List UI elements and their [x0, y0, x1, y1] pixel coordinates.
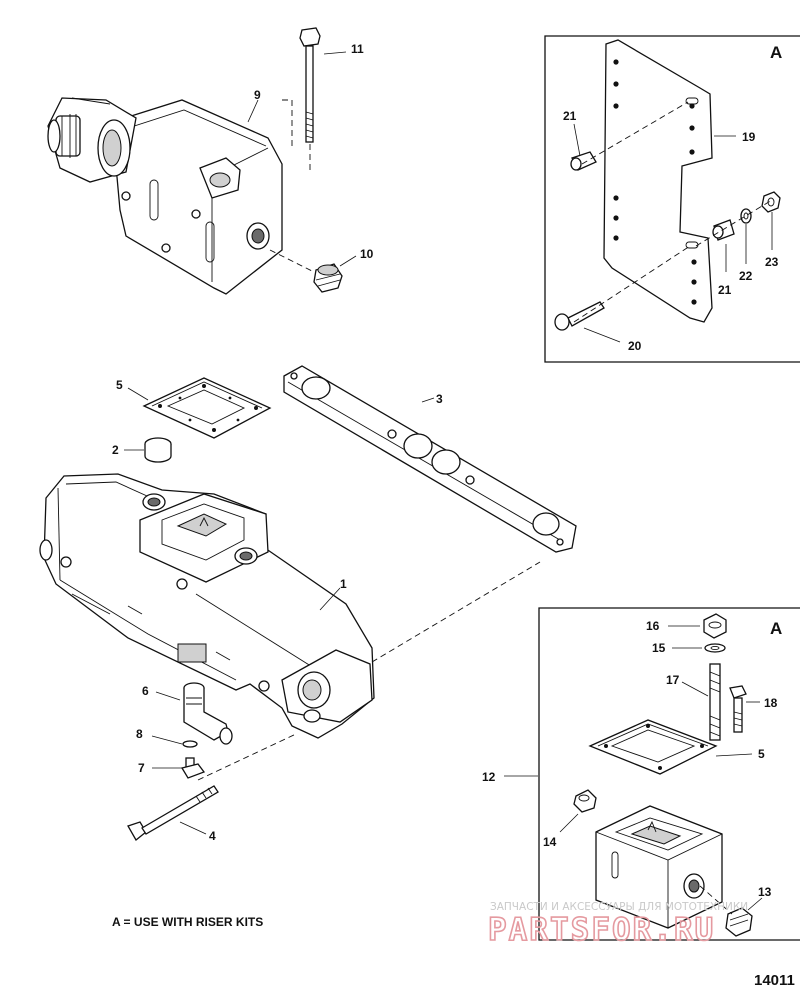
manifold-gasket [283, 365, 577, 553]
riser-washer [704, 643, 726, 653]
watermark-caption: ЗАПЧАСТИ И АКСЕССУАРЫ ДЛЯ МОТОТЕХНИКИ [490, 901, 748, 913]
label-10: 10 [360, 247, 374, 261]
label-5b: 5 [758, 747, 765, 761]
label-5: 5 [116, 378, 123, 392]
label-17: 17 [666, 673, 680, 687]
label-2: 2 [112, 443, 119, 457]
riser-plate [603, 39, 713, 323]
label-21a: 21 [563, 109, 577, 123]
riser-stud [709, 663, 721, 741]
label-7: 7 [138, 761, 145, 775]
spacer-left [570, 151, 597, 171]
label-9: 9 [254, 88, 261, 102]
label-3: 3 [436, 392, 443, 406]
drain-fitting [180, 757, 206, 779]
o-ring [182, 740, 198, 748]
label-23: 23 [765, 255, 779, 269]
exhaust-elbow [47, 97, 283, 295]
label-18: 18 [764, 696, 778, 710]
label-11: 11 [351, 42, 364, 56]
label-15: 15 [652, 641, 666, 655]
panel-tag-bottom: A [770, 619, 782, 638]
label-19: 19 [742, 130, 756, 144]
panel-tag-top: A [770, 43, 782, 62]
cup-plug [144, 437, 172, 463]
exhaust-manifold [39, 473, 375, 739]
label-20: 20 [628, 339, 642, 353]
detail-panel-top: A [544, 35, 800, 363]
nut [761, 191, 781, 213]
riser-bolt [729, 685, 747, 733]
riser-nut [703, 613, 727, 639]
detail-panel-bottom: A [482, 607, 800, 941]
label-4: 4 [209, 829, 216, 843]
washer [740, 208, 752, 224]
label-6: 6 [142, 684, 149, 698]
manifold-bolt [127, 785, 219, 841]
riser-plug [725, 907, 753, 937]
riser-kit-note: A = USE WITH RISER KITS [112, 915, 263, 929]
pipe-plug [313, 263, 343, 293]
label-12: 12 [482, 770, 496, 784]
riser-gasket [588, 719, 718, 775]
riser-fitting [573, 789, 597, 813]
screw [554, 301, 605, 331]
elbow-fitting [183, 682, 233, 745]
watermark-logo: PARTSFOR.RU [488, 912, 715, 948]
elbow-gasket [142, 377, 272, 439]
riser-block [595, 805, 723, 929]
watermark: ЗАПЧАСТИ И АКСЕССУАРЫ ДЛЯ МОТОТЕХНИКИ PA… [487, 901, 748, 949]
label-8: 8 [136, 727, 143, 741]
label-16: 16 [646, 619, 660, 633]
label-13: 13 [758, 885, 772, 899]
figure-number: 14011 [754, 972, 795, 989]
spacer-right [712, 219, 735, 241]
label-22: 22 [739, 269, 753, 283]
label-1: 1 [340, 577, 347, 591]
label-14: 14 [543, 835, 557, 849]
label-21b: 21 [718, 283, 732, 297]
long-bolt [299, 27, 321, 143]
